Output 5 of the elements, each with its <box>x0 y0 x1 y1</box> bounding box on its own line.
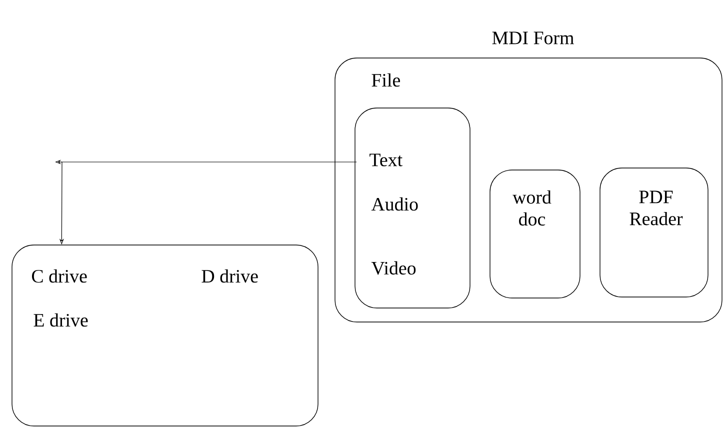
panel-box: word doc <box>490 170 580 298</box>
node-label: MDI Form <box>492 32 574 44</box>
panel-box: PDF Reader <box>600 168 708 298</box>
panel-box: Text Audio Video <box>354 108 470 308</box>
window-box: C drive D drive E drive <box>12 244 318 426</box>
